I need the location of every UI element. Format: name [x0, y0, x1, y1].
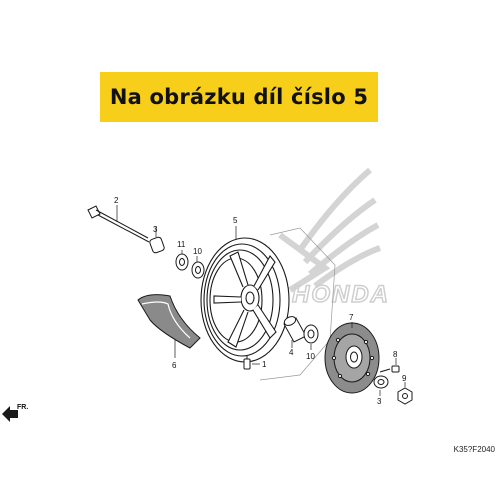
- valve-part-1: [243, 356, 251, 370]
- callout-7: 7: [349, 313, 354, 322]
- fender-part-6: [137, 294, 201, 349]
- seal-part-10-left: [191, 261, 205, 279]
- callout-6: 6: [172, 361, 177, 370]
- callout-5: 5: [233, 216, 238, 225]
- callout-8: 8: [393, 350, 398, 359]
- assembly-outline: [259, 227, 336, 381]
- callout-10-left: 10: [193, 247, 202, 256]
- bearing-part-10-right: [303, 324, 319, 344]
- callout-3-left: 3: [153, 225, 158, 234]
- callout-4: 4: [289, 348, 294, 357]
- callout-11: 11: [177, 240, 186, 249]
- honda-wing-watermark: [278, 167, 382, 293]
- diagram-code: K35?F2040: [453, 445, 495, 454]
- callout-1: 1: [262, 360, 267, 369]
- disc-bolt-part-8: [379, 365, 400, 373]
- spacer-part-3-left: [149, 236, 165, 254]
- wheel-part-5: [200, 237, 290, 363]
- brake-disc-part-7: [324, 322, 380, 394]
- callout-10-right: 10: [306, 352, 315, 361]
- bearing-part-11: [175, 253, 189, 271]
- callout-2: 2: [114, 196, 119, 205]
- axle-bolt-part-2: [87, 205, 150, 243]
- direction-label: FR.: [17, 404, 28, 411]
- front-direction-arrow-icon: [2, 406, 18, 422]
- axle-nut-part-9: [397, 387, 413, 405]
- honda-watermark-text: HONDA: [292, 281, 390, 308]
- distance-collar-part-4: [283, 316, 307, 343]
- side-collar-part-3-right: [373, 375, 389, 389]
- callout-3-right: 3: [377, 397, 382, 406]
- part-number-banner: Na obrázku díl číslo 5: [100, 72, 378, 122]
- callout-9: 9: [402, 374, 407, 383]
